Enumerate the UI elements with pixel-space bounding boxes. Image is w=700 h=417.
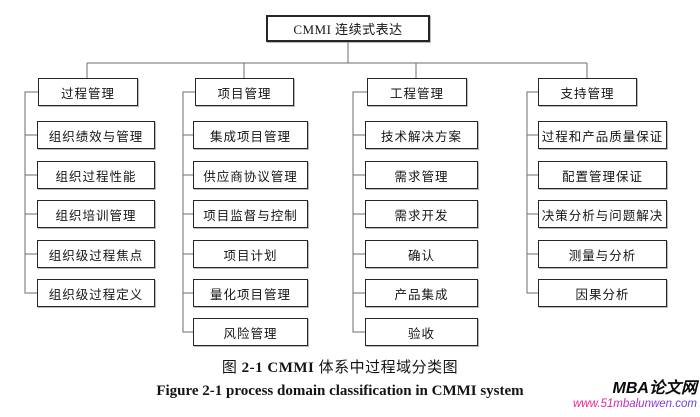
column-1-item: 组织绩效与管理 (37, 121, 155, 149)
root-node: CMMI 连续式表达 (266, 15, 430, 42)
column-4-item: 测量与分析 (538, 240, 667, 268)
column-3-item: 产品集成 (365, 279, 478, 307)
watermark-site-url: www.51mbalunwen.com (572, 398, 697, 410)
column-3-item: 技术解决方案 (365, 121, 478, 149)
column-3-header: 工程管理 (367, 78, 467, 106)
caption-chinese-figure-number: 2-1 CMMI (241, 360, 315, 376)
watermark: MBA论文网 www.51mbalunwen.com (573, 379, 697, 411)
column-1-item: 组织级过程定义 (37, 279, 155, 307)
column-1-header: 过程管理 (38, 78, 138, 106)
column-4-item: 决策分析与问题解决 (538, 200, 667, 228)
column-2-item: 项目计划 (193, 240, 308, 268)
caption-chinese-prefix: 图 (221, 360, 242, 376)
column-2-item: 风险管理 (193, 318, 308, 346)
column-1-item: 组织过程性能 (37, 161, 155, 189)
column-4-item: 过程和产品质量保证 (538, 121, 667, 149)
column-3-item: 需求开发 (365, 200, 478, 228)
column-2-item: 量化项目管理 (193, 279, 308, 307)
column-3-item: 验收 (365, 318, 478, 346)
caption-chinese-suffix: 体系中过程域分类图 (314, 360, 459, 376)
column-3-item: 需求管理 (365, 161, 478, 189)
watermark-site-name: MBA论文网 (612, 380, 697, 397)
column-2-item: 集成项目管理 (193, 121, 308, 149)
caption-english: Figure 2-1 process domain classification… (156, 383, 524, 399)
column-2-item: 供应商协议管理 (193, 161, 308, 189)
caption-chinese: 图 2-1 CMMI 体系中过程域分类图 (0, 356, 680, 377)
column-2-item: 项目监督与控制 (193, 200, 308, 228)
column-2-header: 项目管理 (195, 78, 294, 106)
column-4-header: 支持管理 (538, 78, 637, 106)
column-1-item: 组织级过程焦点 (37, 240, 155, 268)
column-3-item: 确认 (365, 240, 478, 268)
column-4-item: 配置管理保证 (538, 161, 667, 189)
column-4-item: 因果分析 (538, 279, 667, 307)
column-1-item: 组织培训管理 (37, 200, 155, 228)
